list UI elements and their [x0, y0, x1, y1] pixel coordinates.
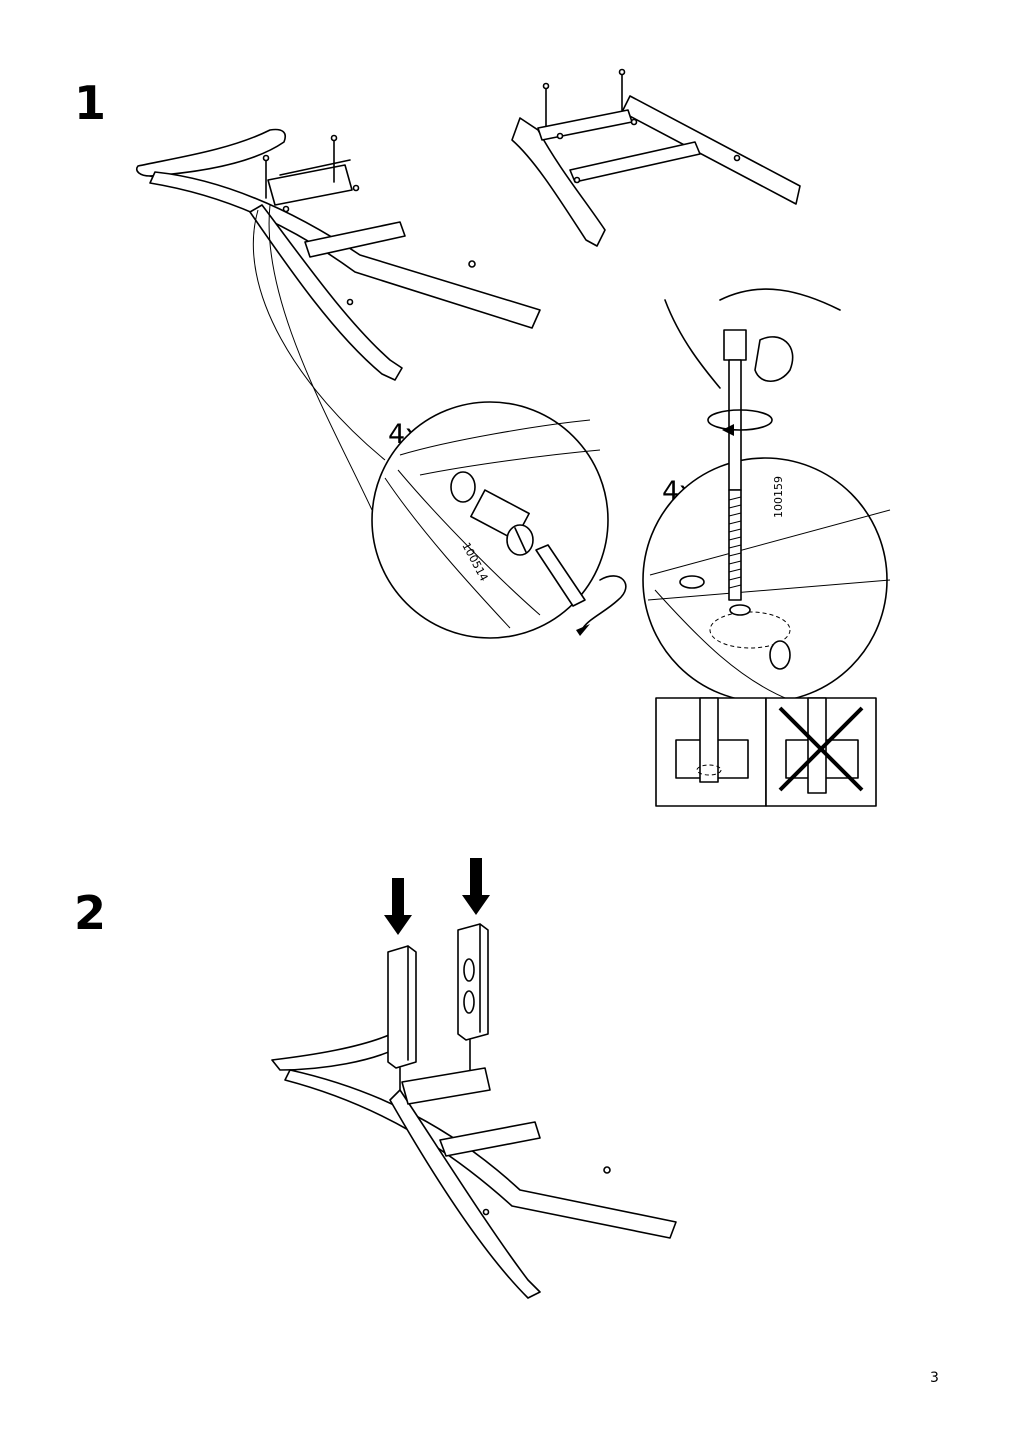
- side-frame-illustration: [135, 128, 541, 511]
- correct-alignment-icon: [675, 697, 749, 783]
- step-2-number: 2: [74, 886, 107, 940]
- leg-frame-illustration: [511, 68, 801, 247]
- rotate-arrow-icon: [722, 424, 734, 436]
- down-arrow-icon: [384, 878, 412, 935]
- bolt-detail-callout: [642, 457, 891, 703]
- page-number: 3: [930, 1370, 939, 1386]
- rotate-arrow-icon: [582, 575, 627, 629]
- step-1-number: 1: [74, 76, 107, 130]
- dowel-detail-callout: 100514: [371, 401, 627, 639]
- incorrect-alignment-cross-icon: [778, 697, 864, 794]
- down-arrow-icon: [462, 858, 490, 915]
- alignment-examples: [655, 697, 877, 807]
- step-2-illustration: [271, 858, 677, 1299]
- bolt-part-number: 100159: [772, 476, 785, 518]
- bolt-illustration: 100159: [664, 288, 841, 601]
